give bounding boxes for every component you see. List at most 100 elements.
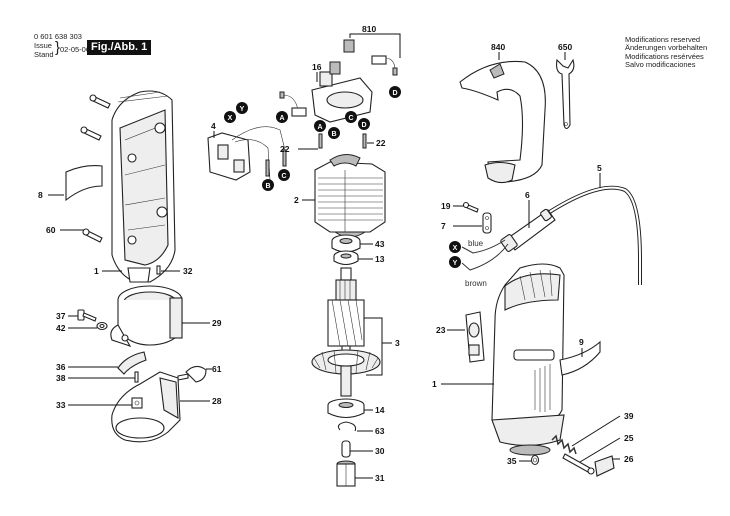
label-840: 840 [491, 42, 505, 52]
wire-label-blue: blue [468, 239, 484, 248]
label-5: 5 [597, 163, 602, 173]
part-collar-29 [110, 285, 183, 347]
issue-stand-label: Issue Stand [34, 41, 56, 59]
bearing-14 [327, 398, 365, 419]
screw-upper [89, 94, 111, 109]
connector-X-cable: X [449, 241, 461, 253]
label-sticker-9 [559, 340, 601, 376]
issue-label: Issue [34, 41, 52, 50]
label-2: 2 [294, 195, 299, 205]
clamp-36 [117, 351, 147, 375]
label-31: 31 [375, 473, 385, 483]
label-1-left: 1 [94, 266, 99, 276]
label-19: 19 [441, 201, 451, 211]
label-22-right: 22 [376, 138, 386, 148]
connector-C-switch: C [278, 169, 290, 181]
bracket-810 [349, 33, 401, 58]
label-30: 30 [375, 446, 385, 456]
label-60: 60 [46, 225, 56, 235]
svg-text:D: D [392, 90, 397, 97]
nut-35 [530, 454, 540, 466]
connector-C-stator: C [345, 111, 357, 123]
collet-nut-31 [336, 460, 356, 487]
label-63: 63 [375, 426, 385, 436]
part-housing-half [111, 90, 176, 283]
label-3: 3 [395, 338, 400, 348]
bearing-43 [331, 234, 361, 253]
label-39: 39 [624, 411, 634, 421]
part-armature-3 [311, 267, 381, 397]
svg-text:B: B [331, 131, 336, 138]
carbon-brush-D [371, 55, 398, 76]
figure-label: Fig./Abb. 1 [87, 40, 152, 55]
wire-brown [461, 243, 509, 271]
label-25: 25 [624, 433, 634, 443]
label-28: 28 [212, 396, 222, 406]
lock-pin-25 [562, 453, 595, 475]
svg-text:Y: Y [240, 106, 245, 113]
label-29: 29 [212, 318, 222, 328]
svg-text:D: D [361, 122, 366, 129]
label-26: 26 [624, 454, 634, 464]
washer-42 [96, 321, 108, 331]
issue-date: 02-05-06 [60, 45, 91, 54]
connector-Y: Y [236, 102, 248, 114]
svg-text:X: X [228, 115, 233, 122]
label-36: 36 [56, 362, 66, 372]
label-6: 6 [525, 190, 530, 200]
button-26 [594, 455, 615, 477]
svg-text:A: A [279, 115, 284, 122]
notice-line-fr: Modifications resérvées [625, 51, 704, 61]
knob-61 [177, 365, 207, 383]
label-32: 32 [183, 266, 193, 276]
part-stator-2 [314, 154, 386, 238]
part-motor-housing-1 [491, 263, 565, 456]
notice-line-de: Änderungen vorbehalten [625, 43, 708, 53]
notice-line-en: Modifications reserved [625, 35, 701, 44]
modifications-notice: Modifications reserved Änderungen vorbeh… [625, 35, 708, 70]
terminal-22-right [362, 133, 367, 149]
connector-D-stator: D [358, 118, 370, 130]
svg-text:B: B [265, 183, 270, 190]
connector-B-stator: B [328, 127, 340, 139]
cable-5-inner [547, 186, 641, 285]
retaining-ring-63 [337, 421, 357, 432]
pin-38 [134, 371, 139, 383]
svg-text:C: C [348, 115, 353, 122]
connector-A-brush: A [276, 111, 288, 123]
label-37: 37 [56, 311, 66, 321]
label-810: 810 [362, 24, 376, 34]
carbon-brush-A [279, 91, 307, 117]
svg-text:X: X [453, 245, 458, 252]
part-wrench-650 [556, 58, 575, 130]
notice-line-es: Salvo modificaciones [625, 60, 696, 70]
connector-X: X [224, 111, 236, 123]
spring-39 [551, 434, 577, 455]
label-8: 8 [38, 190, 43, 200]
terminal-22-left [318, 133, 323, 149]
strain-relief-6 [500, 208, 556, 252]
switch-cover-23 [465, 311, 485, 363]
bolt-37 [77, 309, 97, 322]
label-42: 42 [56, 323, 66, 333]
label-22-left: 22 [280, 144, 290, 154]
svg-text:Y: Y [453, 260, 458, 267]
stand-label: Stand [34, 50, 54, 59]
wire-terminal-B [265, 159, 270, 177]
label-650: 650 [558, 42, 572, 52]
screw-middle [80, 126, 102, 141]
connector-A-stator: A [314, 120, 326, 132]
label-38: 38 [56, 373, 66, 383]
part-brush-holder-16 [311, 39, 373, 123]
label-14: 14 [375, 405, 385, 415]
label-4: 4 [211, 121, 216, 131]
connector-B-switch: B [262, 179, 274, 191]
label-13: 13 [375, 254, 385, 264]
part-handle-840 [459, 60, 546, 184]
svg-text:C: C [281, 173, 286, 180]
label-23: 23 [436, 325, 446, 335]
wire-terminal-C [282, 149, 287, 167]
label-16: 16 [312, 62, 322, 72]
collet-30 [341, 440, 351, 458]
